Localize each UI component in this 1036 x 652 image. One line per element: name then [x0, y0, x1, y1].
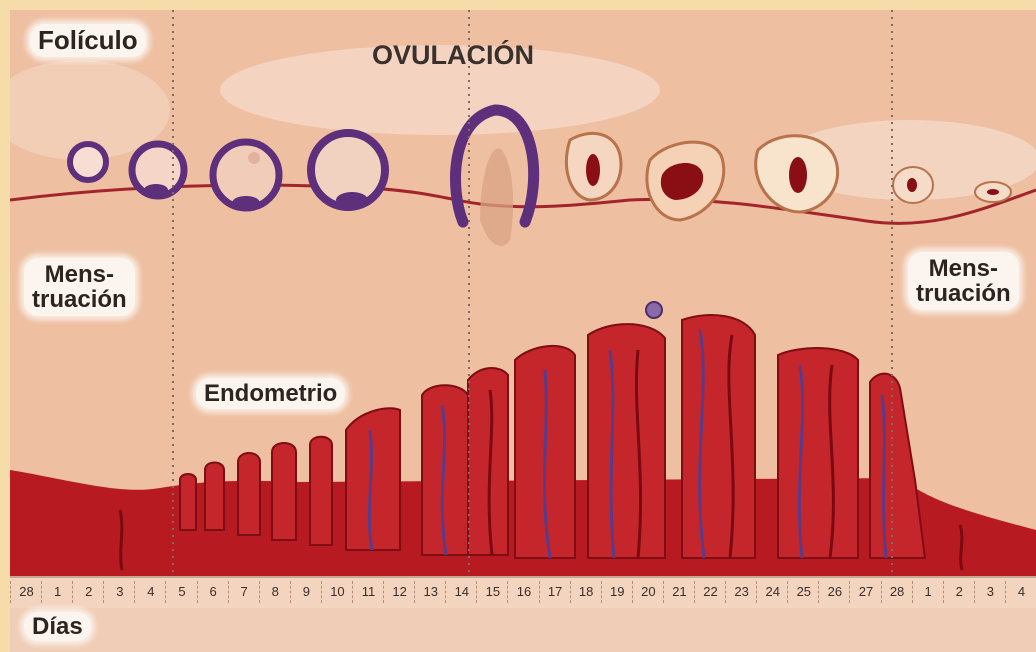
day-label: 11 — [352, 581, 384, 603]
follicle-label: Folículo — [30, 24, 146, 57]
day-label: 1 — [912, 581, 944, 603]
day-label: 24 — [756, 581, 788, 603]
day-label: 15 — [476, 581, 508, 603]
day-label: 10 — [321, 581, 353, 603]
day-label: 1 — [41, 581, 73, 603]
day-label: 4 — [1005, 581, 1036, 603]
corpus-albicans-2 — [975, 182, 1011, 202]
corpus-albicans-1 — [893, 167, 933, 203]
day-label: 18 — [570, 581, 602, 603]
day-label: 7 — [228, 581, 260, 603]
day-label: 6 — [197, 581, 229, 603]
day-label: 26 — [818, 581, 850, 603]
day-label: 2 — [72, 581, 104, 603]
day-label: 3 — [103, 581, 135, 603]
menstruation-right-label: Mens- truación — [908, 252, 1019, 310]
day-label: 9 — [290, 581, 322, 603]
day-label: 28 — [10, 581, 42, 603]
follicle-4 — [311, 133, 385, 208]
menstruation-left-line1: Mens- — [32, 262, 127, 287]
ovulation-label: OVULACIÓN — [372, 40, 534, 71]
diagram-artwork — [10, 10, 1036, 652]
day-label: 5 — [165, 581, 197, 603]
menstruation-right-line1: Mens- — [916, 256, 1011, 281]
follicle-2 — [132, 144, 184, 196]
menstruation-left-line2: truación — [32, 287, 127, 312]
menstruation-left-label: Mens- truación — [24, 258, 135, 316]
day-label: 17 — [539, 581, 571, 603]
day-label: 20 — [632, 581, 664, 603]
day-label: 13 — [414, 581, 446, 603]
day-label: 16 — [507, 581, 539, 603]
day-label: 21 — [663, 581, 695, 603]
corpus-luteum-1 — [566, 133, 621, 200]
follicle-1 — [70, 144, 106, 180]
day-label: 27 — [849, 581, 881, 603]
day-label: 2 — [943, 581, 975, 603]
menstruation-right-line2: truación — [916, 281, 1011, 306]
day-label: 8 — [259, 581, 291, 603]
embryo-icon — [646, 302, 662, 318]
day-label: 12 — [383, 581, 415, 603]
day-label: 23 — [725, 581, 757, 603]
day-label: 4 — [134, 581, 166, 603]
day-label: 3 — [974, 581, 1006, 603]
day-label: 14 — [445, 581, 477, 603]
days-label: Días — [24, 612, 91, 641]
endometrium-label: Endometrio — [196, 378, 345, 409]
menstrual-cycle-diagram: Folículo OVULACIÓN Mens- truación Mens- … — [10, 10, 1036, 652]
day-label: 22 — [694, 581, 726, 603]
day-label: 25 — [787, 581, 819, 603]
bottom-band — [10, 608, 1036, 652]
follicle-3 — [213, 142, 279, 210]
day-label: 19 — [601, 581, 633, 603]
day-label: 28 — [881, 581, 913, 603]
